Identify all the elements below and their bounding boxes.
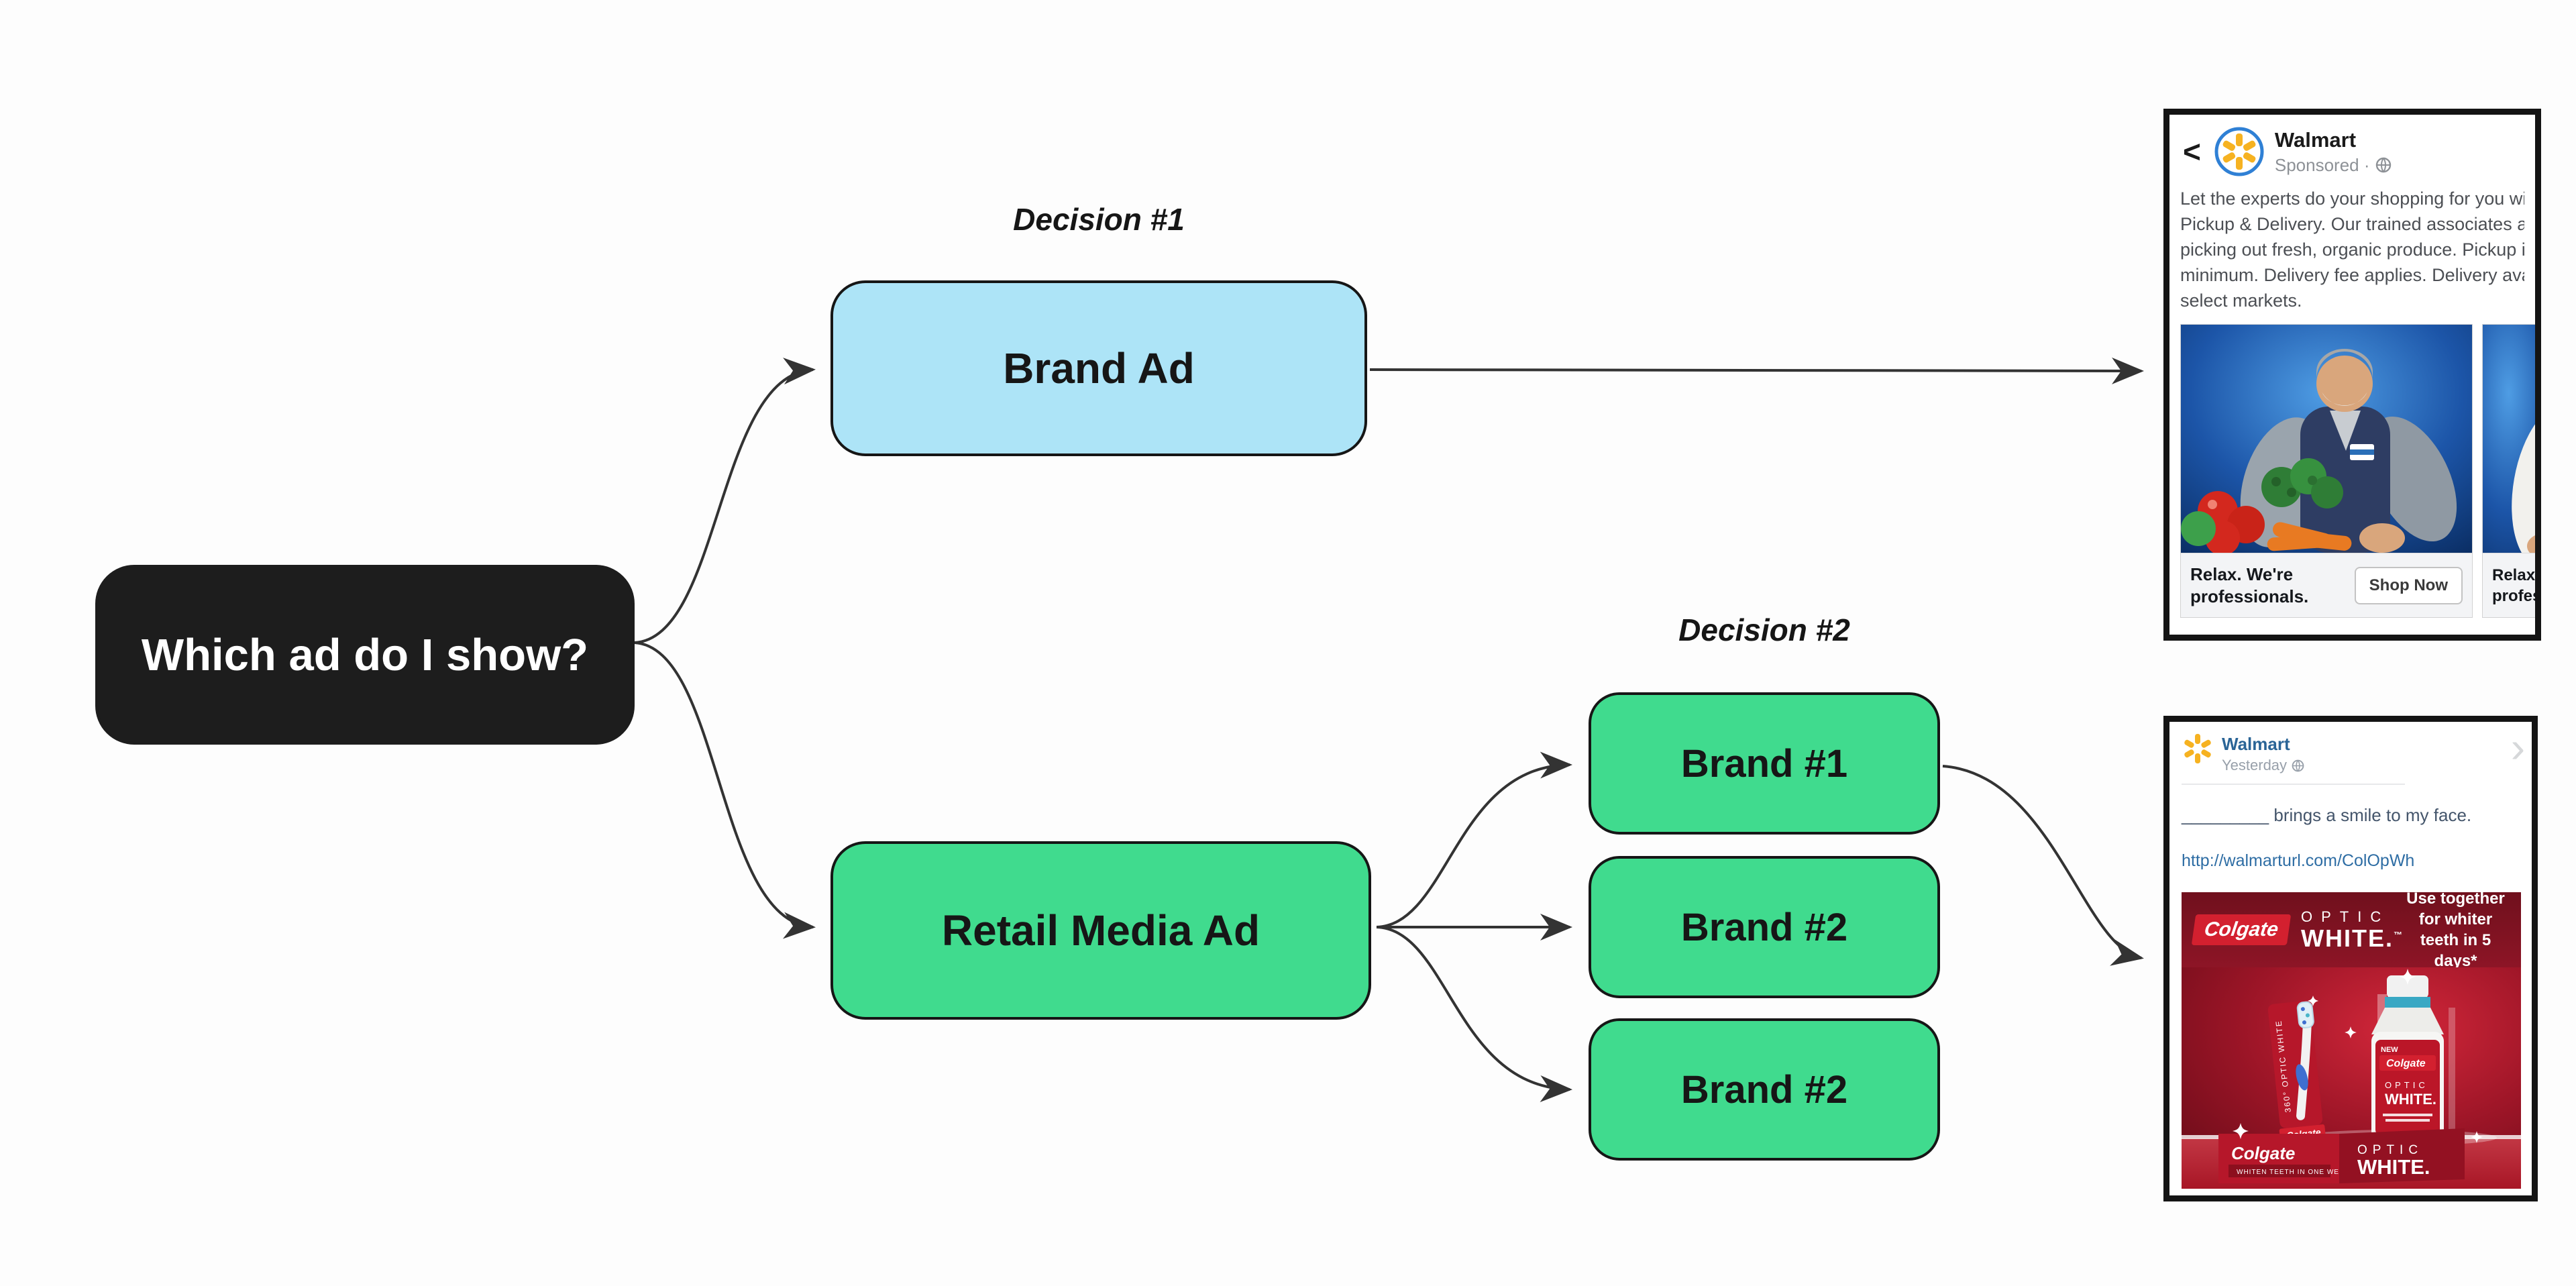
partial-caption-line: profes <box>2492 586 2535 605</box>
walmart-logo-icon <box>2214 127 2264 176</box>
colgate-logo: Colgate <box>2191 914 2292 945</box>
optic-label: OPTIC <box>2301 908 2390 926</box>
node-retail-media-ad: Retail Media Ad <box>830 841 1371 1020</box>
arrow-root-to-brand-ad <box>634 358 816 644</box>
shop-now-button[interactable]: Shop Now <box>2354 566 2463 604</box>
walmart-spark-icon <box>2184 734 2211 763</box>
carousel-card-grocery[interactable]: Relax. We're professionals. Shop Now <box>2180 324 2473 618</box>
ad-carousel: Relax. We're professionals. Shop Now <box>2180 324 2535 618</box>
card-caption: Relax. We're professionals. <box>2190 564 2309 606</box>
box-brand-text: Colgate <box>2231 1143 2295 1163</box>
advertiser-name[interactable]: Walmart <box>2274 127 2357 152</box>
node-brand-ad: Brand Ad <box>830 280 1367 456</box>
back-chevron-icon[interactable]: < <box>2183 134 2201 169</box>
arrow-retail-to-brand2b <box>1376 926 1572 1102</box>
creative-banner: Colgate OPTIC WHITE.™ Use together for w… <box>2182 890 2521 970</box>
retail-ad-preview-frame: › Walmart Yesterday <box>2163 716 2538 1201</box>
ad-header: < Walmart <box>2180 125 2524 178</box>
card-footer: Relax. We're professionals. Shop Now <box>2181 553 2472 617</box>
sponsored-label: Sponsored · <box>2274 154 2370 175</box>
corner-chevron-icon[interactable]: › <box>2510 723 2525 771</box>
arrow-retail-to-brand1 <box>1376 751 1572 928</box>
white-label: WHITE. <box>2301 924 2394 953</box>
body-line: select markets. <box>2180 290 2302 311</box>
body-line: Pickup & Delivery. Our trained associate… <box>2180 214 2524 234</box>
post-text: _________ brings a smile to my face. <box>2182 805 2472 825</box>
card-footer-partial: Relax. profes <box>2483 553 2535 617</box>
node-brand-2b: Brand #2 <box>1589 1018 1940 1161</box>
arrow-brand-ad-to-preview <box>1369 357 2144 384</box>
body-line: picking out fresh, organic produce. Pick… <box>2180 239 2524 260</box>
carousel-card-partial[interactable]: Relax. profes <box>2482 324 2535 618</box>
claim-line: teeth in 5 days* <box>2420 931 2491 970</box>
colgate-creative: Colgate OPTIC WHITE.™ Use together for w… <box>2182 890 2521 1192</box>
body-line: Let the experts do your shopping for you… <box>2180 189 2524 209</box>
bottle-brand-text: Colgate <box>2386 1058 2426 1069</box>
box-claim-text: WHITEN TEETH IN ONE WEEK <box>2237 1169 2349 1176</box>
trademark: ™ <box>2394 930 2402 941</box>
node-root-question: Which ad do I show? <box>95 565 635 745</box>
box-side-white-text: WHITE. <box>2357 1155 2430 1179</box>
decision-1-label: Decision #1 <box>1013 202 1185 237</box>
brand-ad-preview-frame: < Walmart <box>2163 109 2541 641</box>
partial-caption-line: Relax. <box>2492 566 2535 584</box>
decision-2-label: Decision #2 <box>1678 612 1850 647</box>
post-header: Walmart Yesterday <box>2182 733 2520 774</box>
bottle-optic-text: OPTIC <box>2385 1080 2428 1090</box>
claim-line: Use together for whiter <box>2406 890 2505 928</box>
colgate-product-image: 360° OPTIC WHITE Colgate NEW Colgate <box>2182 967 2521 1189</box>
globe-icon <box>2375 157 2391 173</box>
arrow-brand1-to-preview <box>1942 765 2144 966</box>
divider <box>2182 784 2405 785</box>
node-brand-2: Brand #2 <box>1589 856 1940 998</box>
post-advertiser-name[interactable]: Walmart <box>2222 734 2290 754</box>
post-timestamp: Yesterday <box>2222 757 2288 773</box>
bottle-new-tag: NEW <box>2381 1046 2398 1054</box>
sparkle-decorations <box>2233 969 2483 1143</box>
node-brand-1: Brand #1 <box>1589 692 1940 835</box>
partial-card-image <box>2483 325 2535 553</box>
ad-body-text: Let the experts do your shopping for you… <box>2180 186 2524 313</box>
arrow-root-to-retail <box>634 641 816 939</box>
body-line: minimum. Delivery fee applies. Delivery … <box>2180 265 2524 285</box>
post-link[interactable]: http://walmarturl.com/ColOpWh <box>2182 851 2415 870</box>
box-side-optic-text: OPTIC <box>2357 1143 2423 1157</box>
bottle-white-text: WHITE. <box>2385 1091 2436 1108</box>
globe-icon <box>2292 759 2304 771</box>
grocery-associate-image <box>2181 325 2472 553</box>
